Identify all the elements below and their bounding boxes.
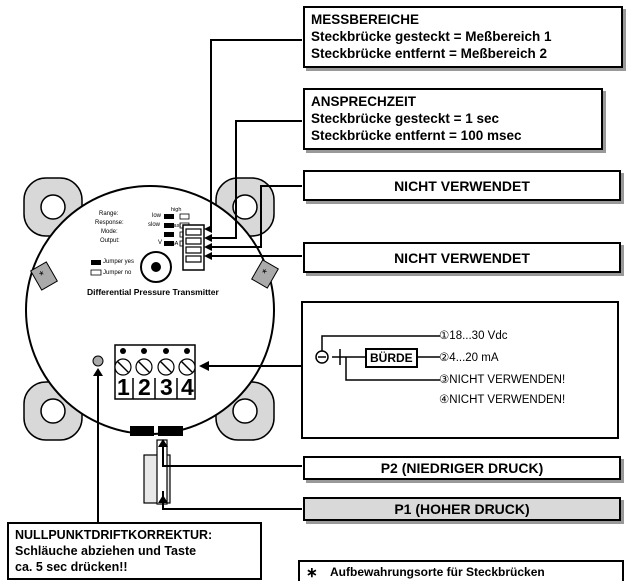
p1-label: P1 (HOHER DRUCK) (394, 501, 530, 517)
p1-box: P1 (HOHER DRUCK) (303, 497, 621, 521)
ansprechzeit-title: ANSPRECHZEIT (311, 94, 417, 109)
output-ma: mA (170, 241, 179, 247)
output-label: Output: (100, 238, 120, 244)
messbereiche-box: MESSBEREICHE Steckbrücke gesteckt = Meßb… (303, 6, 623, 68)
terminal-4: 4 (181, 374, 194, 400)
range-label: Range: (99, 211, 119, 217)
terminal-1-desc: ①18...30 Vdc (439, 330, 508, 342)
wiring-box (301, 301, 619, 439)
jumper-no-label: Jumper no (103, 270, 132, 276)
ansprechzeit-line1: Steckbrücke gesteckt = 1 sec (311, 111, 499, 126)
nicht-verwendet-label-1: NICHT VERWENDET (394, 177, 530, 194)
jumper-indicators (91, 214, 174, 265)
jumper-storage-right (251, 259, 279, 289)
range-low: low (152, 213, 162, 219)
legend-text: Aufbewahrungsorte für Steckbrücken (330, 565, 545, 579)
output-v: V (158, 240, 163, 246)
ansprechzeit-line2: Steckbrücke entfernt = 100 msec (311, 128, 522, 143)
zero-correction-line2: Schläuche abziehen und Taste (15, 544, 197, 558)
terminal-4-desc: ④NICHT VERWENDEN! (439, 394, 566, 406)
terminal-2: 2 (138, 374, 151, 400)
device-title: Differential Pressure Transmitter (87, 287, 219, 297)
nicht-verwendet-box-2: NICHT VERWENDET (303, 242, 621, 273)
lug-hole (232, 398, 258, 424)
legend-box: ∗ Aufbewahrungsorte für Steckbrücken (298, 560, 624, 581)
ansprechzeit-box: ANSPRECHZEIT Steckbrücke gesteckt = 1 se… (303, 88, 603, 150)
terminal-2-desc: ②4...20 mA (439, 352, 499, 364)
jumper-storage-left (30, 261, 58, 291)
range-high: high (171, 207, 182, 213)
terminal-1: 1 (117, 374, 130, 400)
p2-label: P2 (NIEDRIGER DRUCK) (380, 460, 544, 476)
zero-correction-note: NULLPUNKTDRIFTKORREKTUR: Schläuche abzie… (7, 522, 262, 580)
jumper-block (182, 224, 205, 271)
lug-hole (40, 194, 66, 220)
response-slow: slow (148, 222, 161, 228)
zero-reset-point (92, 355, 104, 367)
nicht-verwendet-label-2: NICHT VERWENDET (394, 249, 530, 266)
zero-correction-title: NULLPUNKTDRIFTKORREKTUR: (15, 528, 213, 542)
lug-hole (40, 398, 66, 424)
leader-lines (97, 39, 302, 522)
burde-load: BÜRDE (365, 348, 418, 368)
legend-symbol: ∗ (306, 564, 318, 580)
response-fast: fast (172, 223, 181, 229)
lug-hole (232, 194, 258, 220)
terminal-3-desc: ③NICHT VERWENDEN! (439, 374, 566, 386)
messbereiche-line1: Steckbrücke gesteckt = Meßbereich 1 (311, 29, 552, 44)
response-label: Response: (95, 220, 124, 226)
nicht-verwendet-box-1: NICHT VERWENDET (303, 170, 621, 201)
messbereiche-line2: Steckbrücke entfernt = Meßbereich 2 (311, 46, 547, 61)
zero-correction-line3: ca. 5 sec drücken!! (15, 560, 128, 574)
jumper-yes-label: Jumper yes (103, 259, 135, 265)
messbereiche-title: MESSBEREICHE (311, 12, 420, 27)
terminal-3: 3 (160, 374, 173, 400)
mode-label: Mode: (101, 229, 118, 235)
p2-box: P2 (NIEDRIGER DRUCK) (303, 456, 621, 480)
